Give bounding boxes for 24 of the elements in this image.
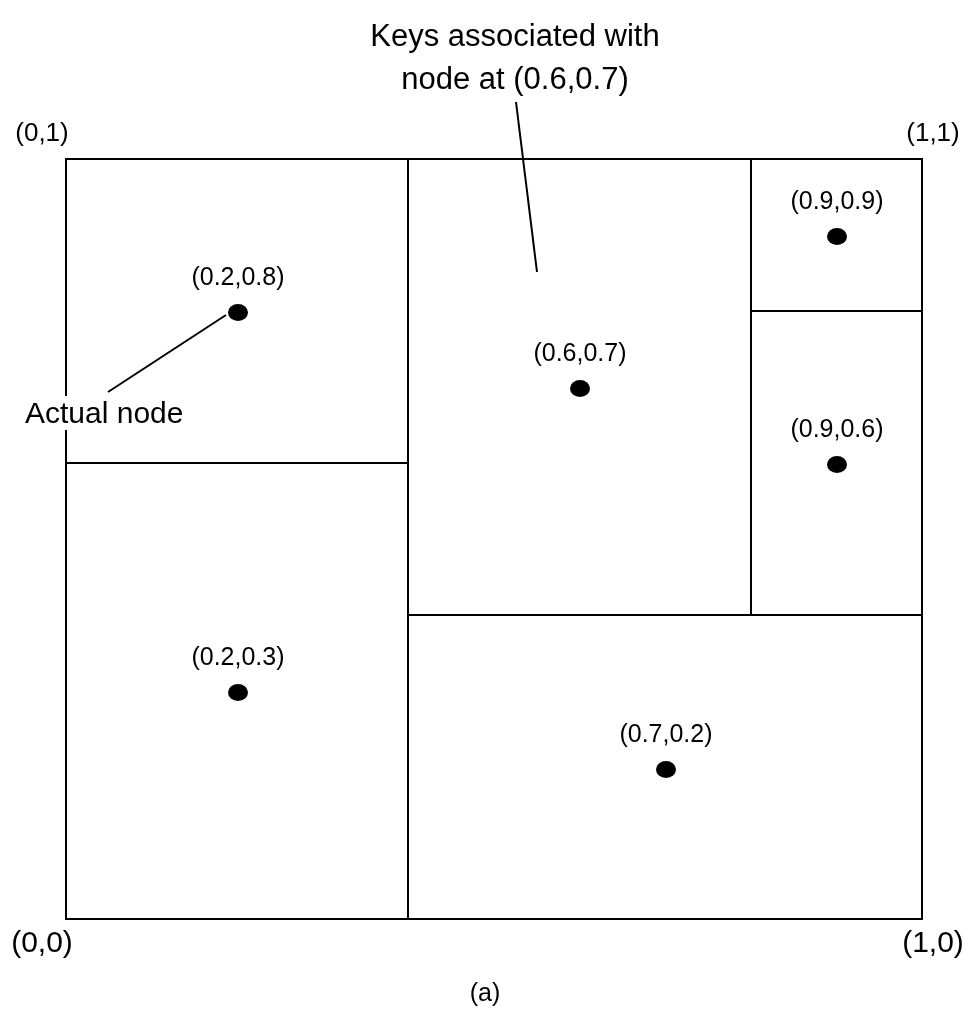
point-dot [656,761,676,778]
coordinate-label: (0.7,0.2) [618,719,714,747]
coordinate-label: (0.6,0.7) [532,338,628,366]
callout-text: Keys associated with node at (0.6,0.7) [335,14,695,100]
point-dot [827,456,847,473]
coordinate-label: (0.2,0.3) [190,642,286,670]
corner-coordinate: (1,0) [901,928,965,956]
point-dot [827,228,847,245]
corner-coordinate: (0,0) [10,928,74,956]
coordinate-label: (0.9,0.6) [789,414,885,442]
region-rectangle [750,158,923,312]
region-rectangle [407,614,923,920]
point-dot [228,684,248,701]
corner-coordinate: (1,1) [905,118,961,146]
coordinate-label: (0.9,0.9) [789,186,885,214]
figure-caption: (a) [468,978,502,1006]
coordinate-label: (0.2,0.8) [190,262,286,290]
leader-line [515,101,538,273]
leader-line [107,314,227,393]
region-rectangle [65,462,409,920]
point-dot [570,380,590,397]
callout-text: Actual node [25,396,184,430]
corner-coordinate: (0,1) [14,118,70,146]
point-dot [228,304,248,321]
